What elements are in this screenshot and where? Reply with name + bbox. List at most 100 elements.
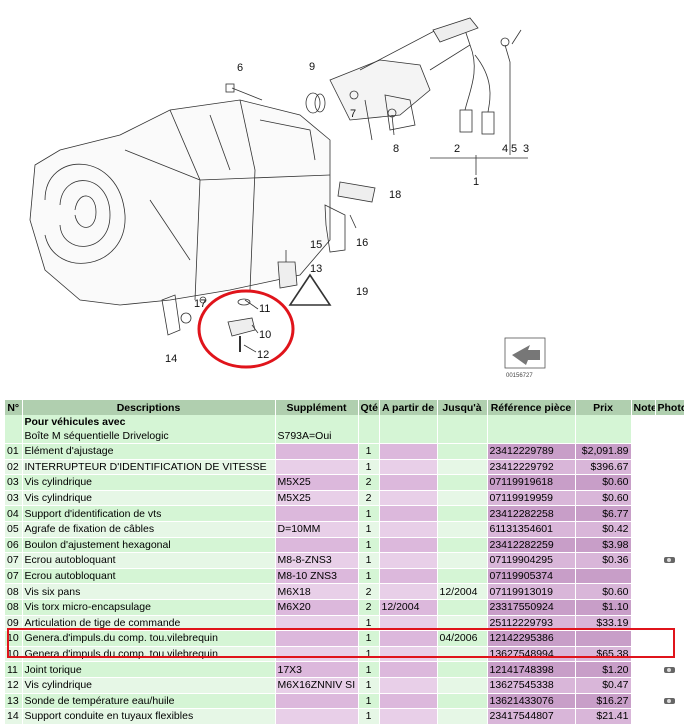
- description-cell: Articulation de tige de commande: [22, 615, 276, 632]
- supplement-cell: D=10MM: [275, 521, 359, 538]
- photo-cell[interactable]: [655, 693, 684, 710]
- exploded-view-drawing: 1 2 3 4 5 6 7 8 9 10 11 12 13 14 15 16 1…: [29, 17, 546, 379]
- callout-number: 16: [356, 237, 368, 249]
- camera-icon[interactable]: [664, 555, 675, 564]
- part-number-cell: 09: [5, 615, 23, 632]
- camera-icon[interactable]: [664, 665, 675, 673]
- part-reference-cell[interactable]: 07119919959: [487, 490, 576, 507]
- quantity-cell: 2: [358, 599, 380, 616]
- from-date-cell: [379, 443, 438, 460]
- part-reference-cell[interactable]: 23412229789: [487, 443, 576, 460]
- until-date-cell: [437, 599, 488, 616]
- note-cell: [631, 646, 656, 663]
- supplement-cell: [275, 693, 359, 710]
- supplement-cell: [275, 615, 359, 632]
- quantity-cell: 1: [358, 537, 380, 554]
- callout-number: 19: [356, 286, 368, 298]
- note-cell: [631, 443, 656, 460]
- quantity-cell: 1: [358, 552, 380, 569]
- supplement-cell: M6X18: [275, 583, 359, 600]
- header-price: Prix: [575, 400, 632, 415]
- photo-cell: [655, 537, 684, 554]
- part-reference-cell[interactable]: 23317550924: [487, 599, 576, 616]
- supplement-cell: M8-8-ZNS3: [275, 552, 359, 569]
- quantity-cell: 1: [358, 521, 380, 538]
- parts-table: N° Descriptions Supplément Qté A partir …: [5, 400, 684, 725]
- part-reference-cell[interactable]: 13627545338: [487, 677, 576, 694]
- part-reference-cell[interactable]: 23412282259: [487, 537, 576, 554]
- note-cell: [631, 599, 656, 616]
- vehicle-subtitle: Boîte M séquentielle Drivelogic: [24, 430, 169, 442]
- note-cell: [631, 490, 656, 507]
- from-date-cell: [379, 490, 438, 507]
- part-number-cell: 10: [5, 646, 23, 663]
- callout-number: 12: [257, 349, 269, 361]
- photo-cell: [655, 505, 684, 522]
- part-reference-cell[interactable]: 13621433076: [487, 693, 576, 710]
- part-reference-cell[interactable]: 23412229792: [487, 459, 576, 476]
- description-cell: Vis cylindrique: [22, 490, 276, 507]
- photo-cell[interactable]: [655, 661, 684, 678]
- description-cell: Vis torx micro-encapsulage: [22, 599, 276, 616]
- supplement-cell: [275, 630, 359, 647]
- from-date-cell: [379, 693, 438, 710]
- vehicle-supplement: S793A=Oui: [277, 430, 332, 442]
- callout-number: 1: [473, 176, 479, 188]
- price-cell: $6.77: [575, 505, 632, 522]
- price-cell: $0.60: [575, 474, 632, 491]
- description-cell: Ecrou autobloquant: [22, 568, 276, 585]
- part-number-cell: 05: [5, 521, 23, 538]
- description-cell: Genera.d'impuls.du comp. tou.vilebrequin: [22, 646, 276, 663]
- camera-icon[interactable]: [664, 696, 675, 704]
- note-cell: [631, 708, 656, 725]
- part-reference-cell[interactable]: 12142295386: [487, 630, 576, 647]
- part-reference-cell[interactable]: 07119905374: [487, 568, 576, 585]
- description-cell: Vis cylindrique: [22, 474, 276, 491]
- part-reference-cell[interactable]: 07119913019: [487, 583, 576, 600]
- part-reference-cell[interactable]: 13627548994: [487, 646, 576, 663]
- part-reference-cell[interactable]: 07119919618: [487, 474, 576, 491]
- from-date-cell: [379, 615, 438, 632]
- photo-cell[interactable]: [655, 552, 684, 569]
- part-reference-cell[interactable]: 61131354601: [487, 521, 576, 538]
- part-reference-cell[interactable]: 07119904295: [487, 552, 576, 569]
- diagram-reference-code: 00156727: [506, 373, 533, 379]
- parts-diagram: 1 2 3 4 5 6 7 8 9 10 11 12 13 14 15 16 1…: [29, 17, 546, 379]
- part-number-cell: 12: [5, 677, 23, 694]
- note-cell: [631, 568, 656, 585]
- from-date-cell: [379, 661, 438, 678]
- quantity-cell: 2: [358, 474, 380, 491]
- part-reference-cell[interactable]: 23417544807: [487, 708, 576, 725]
- description-cell: Agrafe de fixation de câbles: [22, 521, 276, 538]
- note-cell: [631, 693, 656, 710]
- from-date-cell: [379, 677, 438, 694]
- header-supplement: Supplément: [275, 400, 359, 415]
- note-cell: [631, 459, 656, 476]
- part-reference-cell[interactable]: 25112229793: [487, 615, 576, 632]
- part-reference-cell[interactable]: 12141748398: [487, 661, 576, 678]
- quantity-cell: 1: [358, 459, 380, 476]
- price-cell: $0.47: [575, 677, 632, 694]
- part-number-cell: 07: [5, 552, 23, 569]
- header-note: Note: [631, 400, 656, 415]
- quantity-cell: 2: [358, 583, 380, 600]
- part-reference-cell[interactable]: 23412282258: [487, 505, 576, 522]
